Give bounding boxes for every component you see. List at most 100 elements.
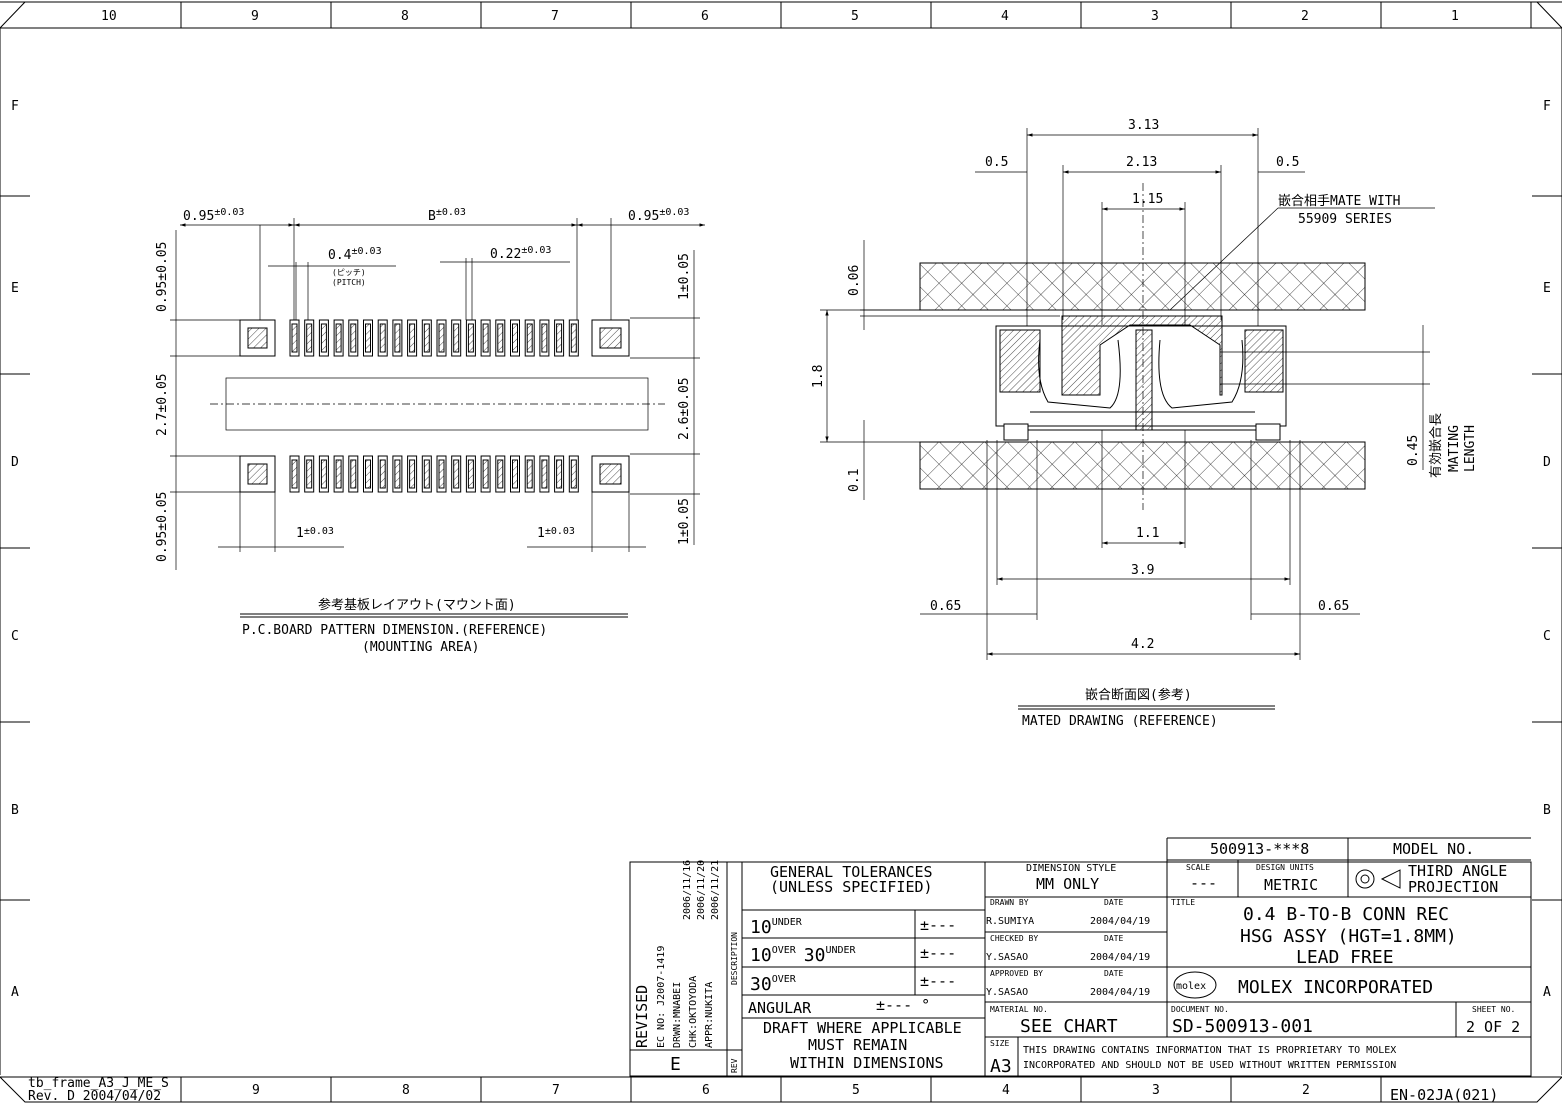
dim-left-mid: 2.7±0.05 bbox=[155, 373, 170, 436]
mate-with-label: 嵌合相手MATE WITH bbox=[1278, 194, 1400, 209]
document-number: SD-500913-001 bbox=[1172, 1016, 1313, 1037]
dim-0-45: 0.45 bbox=[1406, 435, 1421, 466]
dimension-style: MM ONLY bbox=[1036, 875, 1099, 893]
dim-3-9: 3.9 bbox=[1131, 563, 1154, 578]
dim-1-15: 1.15 bbox=[1132, 192, 1163, 207]
draft-line-2: MUST REMAIN bbox=[808, 1036, 907, 1054]
dim-0-1: 0.1 bbox=[847, 469, 862, 492]
unless-specified: (UNLESS SPECIFIED) bbox=[770, 878, 933, 896]
frame-column-label: 6 bbox=[701, 9, 709, 24]
proprietary-1: THIS DRAWING CONTAINS INFORMATION THAT I… bbox=[1023, 1045, 1396, 1056]
angular-value: ±--- ° bbox=[876, 996, 930, 1014]
dim-1-8: 1.8 bbox=[811, 365, 826, 388]
title-block: REVISED EC NO: J2007-1419 DRWN:MNABEI CH… bbox=[629, 837, 1532, 1077]
approved-date-label: DATE bbox=[1104, 969, 1123, 978]
frame-row-label: F bbox=[1543, 99, 1551, 114]
dim-left-bot: 0.95±0.05 bbox=[155, 492, 170, 562]
checked-by-label: CHECKED BY bbox=[990, 934, 1038, 943]
frame-row-label: B bbox=[11, 803, 19, 818]
drawn-date-label: DATE bbox=[1104, 898, 1123, 907]
draft-line-3: WITHIN DIMENSIONS bbox=[790, 1054, 944, 1072]
design-units: METRIC bbox=[1264, 876, 1318, 894]
document-label: DOCUMENT NO. bbox=[1171, 1005, 1229, 1014]
part-number: 500913-***8 bbox=[1210, 840, 1309, 858]
dim-side-pad-left: 0.95±0.03 bbox=[183, 207, 244, 224]
approved-date: 2004/04/19 bbox=[1090, 987, 1150, 998]
side-pad bbox=[239, 455, 276, 493]
dim-b: B±0.03 bbox=[428, 207, 466, 224]
dim-3-13: 3.13 bbox=[1128, 118, 1159, 133]
rev-label: REV bbox=[730, 1058, 739, 1073]
scale: --- bbox=[1190, 874, 1217, 892]
dim-bottom-right: 1±0.03 bbox=[537, 526, 575, 541]
description-label: DESCRIPTION bbox=[730, 932, 739, 985]
frame-column-label: 2 bbox=[1302, 1083, 1310, 1098]
title-line-1: 0.4 B-TO-B CONN REC bbox=[1243, 904, 1449, 925]
drawn-rev: DRWN:MNABEI bbox=[672, 982, 683, 1048]
frame-column-label: 4 bbox=[1002, 1083, 1010, 1098]
frame-column-label: 2 bbox=[1301, 9, 1309, 24]
rev-date-1: 2006/11/16 bbox=[682, 860, 693, 920]
dim-0-5-left: 0.5 bbox=[985, 155, 1008, 170]
frame-column-label: 1 bbox=[1451, 9, 1459, 24]
mating-label: MATING bbox=[1447, 425, 1462, 472]
model-label: MODEL NO. bbox=[1393, 840, 1474, 858]
frame-column-label: 8 bbox=[402, 1083, 410, 1098]
projection-1: THIRD ANGLE bbox=[1408, 862, 1507, 880]
sheet-label: SHEET NO. bbox=[1472, 1005, 1515, 1014]
pcb-caption-en: P.C.BOARD PATTERN DIMENSION.(REFERENCE) bbox=[242, 623, 547, 638]
pcb-caption-area: (MOUNTING AREA) bbox=[362, 640, 479, 655]
frame-column-label: 6 bbox=[702, 1083, 710, 1098]
molex-logo-icon: molex bbox=[1173, 971, 1217, 999]
approved-by: Y.SASAO bbox=[986, 987, 1028, 998]
size: A3 bbox=[990, 1056, 1012, 1077]
checked-date: 2004/04/19 bbox=[1090, 952, 1150, 963]
lower-board bbox=[919, 441, 1366, 490]
checked-by: Y.SASAO bbox=[986, 952, 1028, 963]
frame-column-label: 7 bbox=[551, 9, 559, 24]
draft-line-1: DRAFT WHERE APPLICABLE bbox=[763, 1019, 962, 1037]
frame-column-label: 4 bbox=[1001, 9, 1009, 24]
material-label: MATERIAL NO. bbox=[990, 1005, 1048, 1014]
frame-row-label: B bbox=[1543, 803, 1551, 818]
mating-length-ja: 有効嵌合長 bbox=[1429, 413, 1444, 478]
dim-slot: 0.22±0.03 bbox=[490, 245, 551, 262]
projection-symbol-icon bbox=[1355, 869, 1401, 889]
dim-pitch: 0.4±0.03 bbox=[328, 246, 382, 263]
frame-column-label: 5 bbox=[851, 9, 859, 24]
revised-label: REVISED bbox=[633, 985, 651, 1048]
design-units-label: DESIGN UNITS bbox=[1256, 863, 1314, 872]
mated-section-view: 3.13 2.13 0.5 0.5 1.15 嵌合相手MATE WITH 559… bbox=[811, 118, 1478, 729]
dim-right-top: 1±0.05 bbox=[677, 253, 692, 300]
dim-4-2: 4.2 bbox=[1131, 637, 1154, 652]
pcb-pattern-view: 0.95±0.03 B±0.03 0.95±0.03 0.4±0.03 (ピッチ… bbox=[155, 207, 705, 655]
general-tolerances: GENERAL TOLERANCES bbox=[770, 863, 933, 881]
tol-value-3: ±--- bbox=[920, 972, 956, 990]
frame-rev: Rev. D 2004/04/02 bbox=[28, 1089, 161, 1104]
size-label: SIZE bbox=[990, 1039, 1009, 1048]
projection-2: PROJECTION bbox=[1408, 878, 1498, 896]
frame-column-label: 9 bbox=[252, 1083, 260, 1098]
mated-caption-en: MATED DRAWING (REFERENCE) bbox=[1022, 714, 1218, 729]
dim-2-13: 2.13 bbox=[1126, 155, 1157, 170]
material: SEE CHART bbox=[1020, 1016, 1118, 1037]
frame-column-label: 7 bbox=[552, 1083, 560, 1098]
tol-value-2: ±--- bbox=[920, 944, 956, 962]
dim-1-1: 1.1 bbox=[1136, 526, 1159, 541]
frame-row-label: F bbox=[11, 99, 19, 114]
frame-row-label: D bbox=[1543, 455, 1551, 470]
dim-0-06: 0.06 bbox=[847, 265, 862, 296]
frame-code: tb_frame_A3_J_ME_S bbox=[28, 1076, 169, 1091]
frame-column-label: 3 bbox=[1151, 9, 1159, 24]
frame-row-label: A bbox=[11, 985, 19, 1000]
frame-row-label: A bbox=[1543, 985, 1551, 1000]
proprietary-2: INCORPORATED AND SHOULD NOT BE USED WITH… bbox=[1023, 1060, 1396, 1071]
rev-date-2: 2006/11/20 bbox=[696, 860, 707, 920]
rev-letter: E bbox=[670, 1054, 681, 1075]
angular-label: ANGULAR bbox=[748, 999, 812, 1017]
length-label: LENGTH bbox=[1463, 425, 1478, 472]
frame-row-label: D bbox=[11, 455, 19, 470]
ec-number: EC NO: J2007-1419 bbox=[656, 946, 667, 1048]
tol-row-3: 30OVER bbox=[750, 974, 797, 995]
